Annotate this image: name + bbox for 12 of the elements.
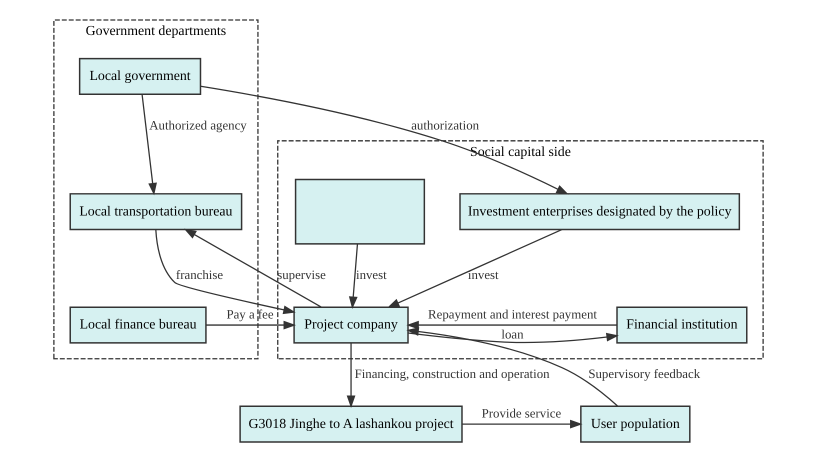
edge-label: invest <box>356 268 387 282</box>
edge-label: franchise <box>176 268 224 282</box>
edge-label: supervise <box>277 268 326 282</box>
edge-label: Financing, construction and operation <box>354 366 550 381</box>
edge-label: authorization <box>411 118 480 132</box>
edge-label: Supervisory feedback <box>588 366 700 381</box>
edge-label: Repayment and interest payment <box>428 308 597 322</box>
edge-label: loan <box>501 327 524 342</box>
edge-label: Authorized agency <box>149 118 247 132</box>
edge-label: Pay a fee <box>226 308 274 322</box>
edge-label: invest <box>468 268 499 282</box>
edge-label: Provide service <box>482 406 562 421</box>
